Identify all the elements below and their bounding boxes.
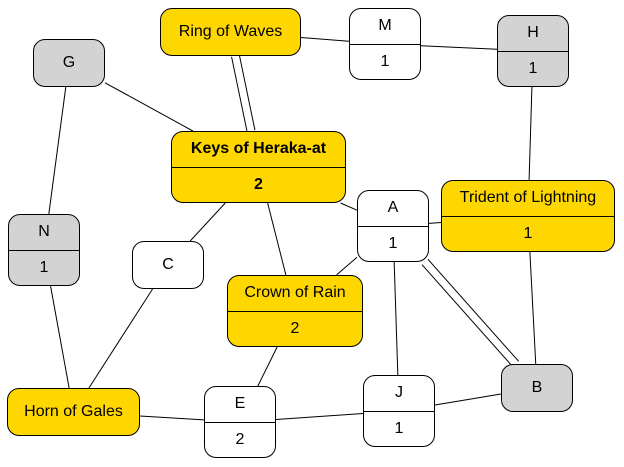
edge-a-b [421, 264, 514, 367]
node-value: 1 [364, 410, 434, 447]
node-value: 2 [228, 310, 362, 347]
node-value: 2 [205, 421, 275, 458]
node-label: Trident of Lightning [459, 189, 597, 207]
node-value: 1 [9, 249, 79, 286]
node-label: M [378, 17, 392, 35]
node-crown-of-rain[interactable]: Crown of Rain 2 [227, 275, 363, 347]
node-b[interactable]: B [501, 364, 573, 412]
node-label: Horn of Gales [24, 403, 123, 420]
node-value: 1 [442, 215, 614, 252]
node-e[interactable]: E 2 [204, 386, 276, 458]
node-label: E [234, 395, 246, 413]
node-label: Ring of Waves [178, 23, 283, 40]
edge-ring_of_waves-m [300, 36, 350, 42]
edge-keys_of_heraka_at-c [189, 202, 226, 242]
node-value: 2 [172, 166, 345, 203]
node-value: 1 [498, 50, 568, 87]
node-horn-of-gales[interactable]: Horn of Gales [7, 388, 140, 436]
edge-a-j [393, 261, 399, 376]
edge-a-b [427, 259, 520, 362]
node-label: A [387, 199, 399, 217]
edge-ring_of_waves-keys_of_heraka_at [231, 56, 248, 132]
node-label: N [38, 223, 50, 241]
edge-keys_of_heraka_at-crown_of_rain [267, 202, 287, 276]
node-keys-of-heraka-at[interactable]: Keys of Heraka-at 2 [171, 131, 346, 203]
node-value: 1 [358, 225, 428, 262]
node-value: 1 [350, 43, 420, 80]
node-c[interactable]: C [132, 241, 204, 289]
edge-m-h [420, 45, 498, 50]
edge-e-j [275, 412, 364, 421]
node-n[interactable]: N 1 [8, 214, 80, 286]
edge-horn_of_gales-e [139, 415, 205, 421]
edge-keys_of_heraka_at-a [340, 202, 358, 211]
edge-crown_of_rain-e [257, 346, 278, 387]
node-label: C [162, 256, 174, 273]
edge-g-keys_of_heraka_at [104, 82, 194, 132]
node-label: B [531, 379, 543, 396]
node-label: Crown of Rain [244, 284, 346, 302]
node-trident-of-lightning[interactable]: Trident of Lightning 1 [441, 180, 615, 252]
edge-trident_of_lightning-b [529, 251, 537, 365]
node-label: J [395, 384, 403, 402]
edge-j-b [434, 393, 502, 406]
edge-h-trident_of_lightning [528, 86, 533, 181]
edge-a-crown_of_rain [336, 256, 358, 276]
edge-g-n [48, 86, 67, 215]
node-j[interactable]: J 1 [363, 375, 435, 447]
node-label: G [62, 54, 76, 71]
edge-n-horn_of_gales [50, 285, 70, 389]
edge-a-trident_of_lightning [428, 221, 442, 224]
node-g[interactable]: G [33, 39, 105, 87]
node-ring-of-waves[interactable]: Ring of Waves [160, 8, 301, 56]
node-label: H [527, 24, 539, 42]
node-label: Keys of Heraka-at [190, 140, 327, 158]
node-m[interactable]: M 1 [349, 8, 421, 80]
node-h[interactable]: H 1 [497, 15, 569, 87]
node-a[interactable]: A 1 [357, 190, 429, 262]
edge-c-horn_of_gales [88, 288, 153, 389]
edge-ring_of_waves-keys_of_heraka_at [238, 55, 256, 131]
